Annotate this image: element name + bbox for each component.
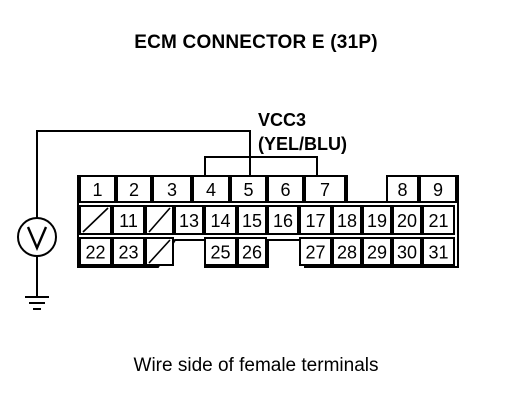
terminal-cell — [304, 175, 346, 203]
terminal-number: 15 — [242, 211, 262, 231]
voltmeter-symbol — [26, 226, 48, 252]
terminal-cell — [112, 205, 145, 235]
terminal-cell — [192, 175, 230, 203]
terminal-number: 1 — [92, 180, 102, 200]
terminal-cell — [116, 175, 152, 203]
terminal-number: 11 — [119, 211, 138, 231]
terminal-cell — [79, 175, 116, 203]
terminal-cell — [332, 237, 362, 266]
terminal-cell — [362, 205, 392, 235]
terminal-number: 18 — [337, 211, 357, 231]
terminal-cell — [174, 205, 204, 235]
terminal-number: 26 — [242, 243, 262, 263]
terminal-cell — [237, 205, 267, 235]
terminal-number: 3 — [167, 180, 177, 200]
probe-wire — [36, 130, 251, 218]
terminal-cell — [419, 175, 457, 203]
ground-icon — [25, 296, 49, 310]
terminal-number: 14 — [210, 211, 230, 231]
blank-cavity-slash — [82, 207, 109, 233]
terminal-number: 28 — [337, 243, 357, 263]
terminal-number: 22 — [85, 243, 105, 263]
diagram-caption: Wire side of female terminals — [133, 355, 379, 376]
terminal-number: 9 — [433, 180, 443, 200]
terminal-cell — [422, 205, 455, 235]
terminal-number: 8 — [397, 180, 407, 200]
terminal-cell — [152, 175, 192, 203]
terminal-number: 30 — [397, 243, 417, 263]
terminal-number: 27 — [305, 243, 325, 263]
terminal-cell — [422, 237, 455, 266]
terminal-number: 5 — [243, 180, 253, 200]
terminal-number: 6 — [280, 180, 290, 200]
terminal-cell — [267, 175, 304, 203]
diagram-title: ECM CONNECTOR E (31P) — [134, 32, 378, 53]
terminal-number: 4 — [206, 180, 216, 200]
terminal-cell — [299, 205, 332, 235]
terminal-cell — [230, 175, 267, 203]
blank-cavity-slash — [148, 207, 171, 233]
terminal-cell — [112, 237, 145, 266]
terminal-number: 16 — [273, 211, 293, 231]
terminal-cell — [299, 237, 332, 266]
terminal-number: 20 — [397, 211, 417, 231]
terminal-number: 25 — [210, 243, 230, 263]
connector-latch — [204, 156, 318, 176]
terminal-cell — [392, 237, 422, 266]
terminal-cell — [204, 237, 237, 266]
terminal-cell — [267, 205, 299, 235]
signal-name: VCC3 — [258, 110, 306, 130]
terminal-cell — [237, 237, 267, 266]
terminal-number: 2 — [129, 180, 139, 200]
terminal-cell — [79, 237, 112, 266]
terminal-cell — [362, 237, 392, 266]
terminal-cell — [392, 205, 422, 235]
terminal-cell — [332, 205, 362, 235]
terminal-cell — [386, 175, 419, 203]
wire-color: (YEL/BLU) — [258, 134, 347, 154]
terminal-number: 31 — [428, 243, 448, 263]
terminal-number: 21 — [428, 211, 448, 231]
terminal-cell — [204, 205, 237, 235]
terminal-number: 13 — [179, 211, 199, 231]
terminal-number: 19 — [367, 211, 387, 231]
terminal-number: 7 — [320, 180, 330, 200]
terminal-number: 23 — [118, 243, 138, 263]
blank-cavity-slash — [148, 239, 171, 264]
terminal-number: 29 — [367, 243, 387, 263]
terminal-number: 17 — [305, 211, 325, 231]
